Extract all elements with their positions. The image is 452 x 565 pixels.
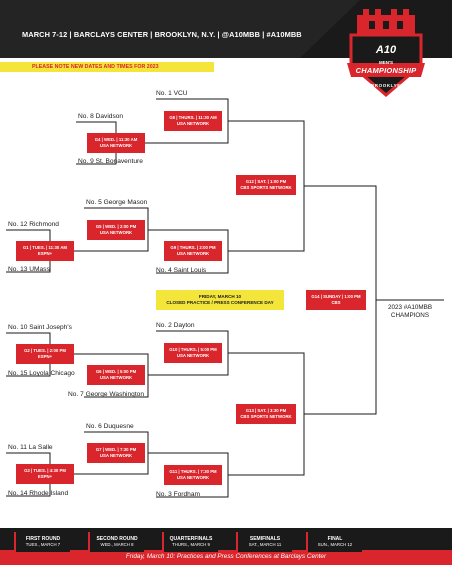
game-13: G13 | SAT. | 3:30 PM CBS SPORTS NETWORK (236, 404, 296, 424)
game-8: G8 | THURS. | 11:30 AM USA NETWORK (164, 111, 222, 131)
game-12-info: G12 | SAT. | 1:00 PM (245, 179, 287, 184)
round-first: FIRST ROUND TUES., MARCH 7 (14, 532, 70, 552)
team-dayton: No. 2 Dayton (156, 322, 195, 329)
round-quarterfinals: QUARTERFINALS THURS., MARCH 9 (162, 532, 218, 552)
championship-logo: A10 MEN'S CHAMPIONSHIP BROOKLYN (345, 5, 427, 97)
game-1: G1 | TUES. | 11:30 AM ESPN+ (16, 241, 74, 261)
team-st-bonaventure: No. 9 St. Bonaventure (78, 158, 143, 165)
header-shape (0, 0, 452, 58)
round-semifinals-name: SEMIFINALS (249, 535, 281, 542)
team-saint-louis: No. 4 Saint Louis (156, 267, 207, 274)
notice-banner: PLEASE NOTE NEW DATES AND TIMES FOR 2023 (0, 62, 214, 72)
game-12-network: CBS SPORTS NETWORK (240, 185, 292, 190)
round-final: FINAL SUN., MARCH 12 (306, 532, 362, 552)
round-semifinals-date: SAT., MARCH 11 (248, 542, 282, 547)
game-10-network: USA NETWORK (176, 353, 210, 358)
game-2: G2 | TUES. | 2:00 PM ESPN+ (16, 344, 74, 364)
team-vcu: No. 1 VCU (156, 90, 188, 97)
game-14: G14 | SUNDAY | 1:00 PM CBS (306, 290, 366, 310)
game-6-network: USA NETWORK (99, 375, 133, 380)
round-final-date: SUN., MARCH 12 (317, 542, 353, 547)
team-umass: No. 13 UMass (8, 266, 50, 273)
round-first-date: TUES., MARCH 7 (25, 542, 61, 547)
team-richmond: No. 12 Richmond (8, 221, 59, 228)
event-info: MARCH 7-12 | BARCLAYS CENTER | BROOKLYN,… (22, 30, 302, 39)
footer-shape (0, 528, 452, 565)
game-2-network: ESPN+ (37, 354, 53, 359)
round-quarterfinals-name: QUARTERFINALS (169, 535, 213, 542)
game-8-network: USA NETWORK (176, 121, 210, 126)
round-second-name: SECOND ROUND (96, 535, 138, 542)
team-duquesne: No. 6 Duquesne (86, 423, 134, 430)
game-1-info: G1 | TUES. | 11:30 AM (22, 245, 68, 250)
round-final-name: FINAL (327, 535, 343, 542)
friday-banner-date: FRIDAY, MARCH 10 (198, 293, 242, 299)
game-4-network: USA NETWORK (99, 143, 133, 148)
game-7-info: G7 | WED. | 7:30 PM (95, 447, 137, 452)
champions-line-2: CHAMPIONS (390, 311, 430, 319)
champions-label: 2023 #A10MBB CHAMPIONS (384, 304, 436, 319)
game-3-network: ESPN+ (37, 474, 53, 479)
team-george-mason: No. 5 George Mason (86, 199, 148, 206)
round-quarterfinals-date: THURS., MARCH 9 (172, 542, 210, 547)
game-13-network: CBS SPORTS NETWORK (240, 414, 292, 419)
team-rhode-island: No. 14 Rhode Island (8, 490, 69, 497)
team-fordham: No. 3 Fordham (156, 491, 200, 498)
friday-banner-text: CLOSED PRACTICE / PRESS CONFERENCE DAY (166, 300, 274, 305)
game-11: G11 | THURS. | 7:30 PM USA NETWORK (164, 465, 222, 485)
game-4-info: G4 | WED. | 11:30 AM (94, 137, 138, 142)
game-9: G9 | THURS. | 2:00 PM USA NETWORK (164, 241, 222, 261)
game-14-network: CBS (331, 300, 341, 305)
footer-note: Friday, March 10: Practices and Press Co… (125, 553, 327, 560)
champions-line-1: 2023 #A10MBB (387, 304, 433, 311)
game-11-info: G11 | THURS. | 7:30 PM (169, 469, 217, 474)
game-3: G3 | TUES. | 4:30 PM ESPN+ (16, 464, 74, 484)
round-first-name: FIRST ROUND (25, 535, 61, 542)
game-12: G12 | SAT. | 1:00 PM CBS SPORTS NETWORK (236, 175, 296, 195)
game-9-network: USA NETWORK (176, 251, 210, 256)
game-14-info: G14 | SUNDAY | 1:00 PM (311, 294, 361, 299)
game-6: G6 | WED. | 5:00 PM USA NETWORK (87, 365, 145, 385)
game-10-info: G10 | THURS. | 5:00 PM (169, 347, 217, 352)
friday-banner: FRIDAY, MARCH 10 CLOSED PRACTICE / PRESS… (156, 290, 284, 310)
team-saint-josephs: No. 10 Saint Joseph's (8, 324, 72, 331)
team-george-washington: No. 7 George Washington (68, 391, 144, 398)
game-3-info: G3 | TUES. | 4:30 PM (24, 468, 66, 473)
logo-mens: MEN'S (378, 60, 394, 65)
game-10: G10 | THURS. | 5:00 PM USA NETWORK (164, 343, 222, 363)
team-loyola-chicago: No. 15 Loyola Chicago (8, 370, 75, 377)
round-second: SECOND ROUND WED., MARCH 8 (88, 532, 144, 552)
team-la-salle: No. 11 La Salle (8, 444, 53, 451)
game-6-info: G6 | WED. | 5:00 PM (95, 369, 137, 374)
game-8-info: G8 | THURS. | 11:30 AM (169, 115, 217, 120)
game-1-network: ESPN+ (37, 251, 53, 256)
game-4: G4 | WED. | 11:30 AM USA NETWORK (87, 133, 145, 153)
logo-championship: CHAMPIONSHIP (355, 66, 417, 75)
game-11-network: USA NETWORK (176, 475, 210, 480)
logo-a10: A10 (375, 44, 397, 56)
team-davidson: No. 8 Davidson (78, 113, 124, 120)
game-13-info: G13 | SAT. | 3:30 PM (245, 408, 287, 413)
game-9-info: G9 | THURS. | 2:00 PM (170, 245, 216, 250)
game-7: G7 | WED. | 7:30 PM USA NETWORK (87, 443, 145, 463)
game-5-info: G5 | WED. | 2:00 PM (95, 224, 137, 229)
round-semifinals: SEMIFINALS SAT., MARCH 11 (236, 532, 292, 552)
header-band: MARCH 7-12 | BARCLAYS CENTER | BROOKLYN,… (0, 0, 452, 58)
logo-city: BROOKLYN (370, 83, 402, 88)
game-5-network: USA NETWORK (99, 230, 133, 235)
footer-band (0, 528, 452, 565)
round-second-date: WED., MARCH 8 (100, 542, 134, 547)
game-2-info: G2 | TUES. | 2:00 PM (24, 348, 66, 353)
logo-shield (347, 9, 425, 97)
game-5: G5 | WED. | 2:00 PM USA NETWORK (87, 220, 145, 240)
game-7-network: USA NETWORK (99, 453, 133, 458)
